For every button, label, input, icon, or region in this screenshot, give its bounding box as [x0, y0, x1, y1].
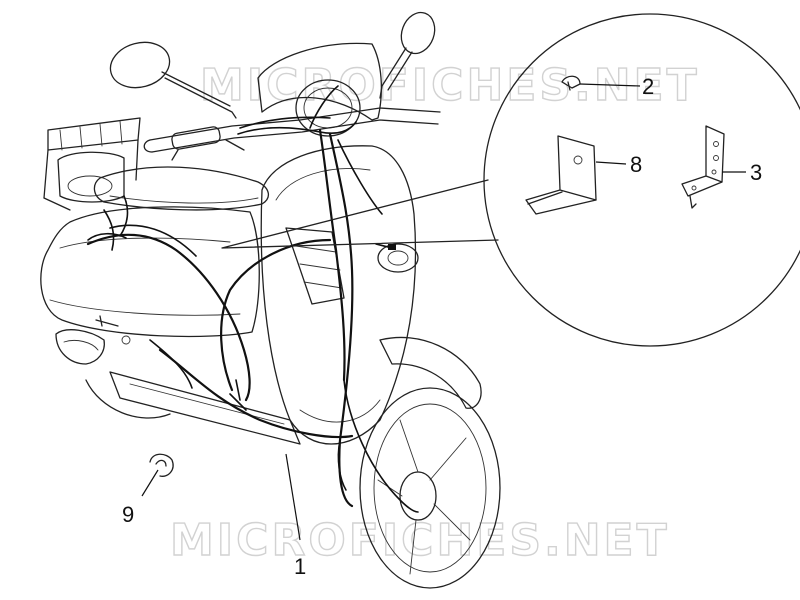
front-fender	[379, 336, 482, 409]
leader-9	[141, 469, 159, 497]
part-3-bracket	[681, 125, 725, 209]
leader-2	[579, 83, 641, 87]
left-mirror	[109, 41, 237, 119]
part-8-bracket	[525, 135, 597, 215]
leader-8	[595, 161, 627, 165]
zoom-pointer	[221, 179, 499, 249]
callout-label-1: 1	[294, 554, 306, 579]
leg-shield	[260, 145, 417, 445]
part-9-grommet	[149, 453, 174, 477]
detail-zoom	[221, 13, 800, 347]
windshield	[257, 42, 382, 121]
horn-grille	[285, 227, 345, 305]
leader-1	[285, 453, 301, 541]
top-box	[57, 151, 125, 203]
front-wheel	[359, 387, 501, 589]
handlebar	[143, 107, 441, 161]
callout-label-2: 2	[642, 74, 654, 99]
floorboard	[109, 371, 301, 445]
rear-body	[40, 206, 260, 338]
rear-wheel	[85, 379, 171, 419]
detail-circle	[483, 13, 800, 347]
scooter-illustration	[40, 11, 501, 589]
tail-light	[55, 329, 105, 365]
ignition	[377, 243, 419, 273]
callout-label-3: 3	[750, 160, 762, 185]
callout-label-9: 9	[122, 502, 134, 527]
callout-label-8: 8	[630, 152, 642, 177]
watermark-bottom: MICROFICHES.NET	[170, 515, 670, 566]
seat	[93, 166, 269, 211]
rear-rack	[43, 117, 141, 211]
